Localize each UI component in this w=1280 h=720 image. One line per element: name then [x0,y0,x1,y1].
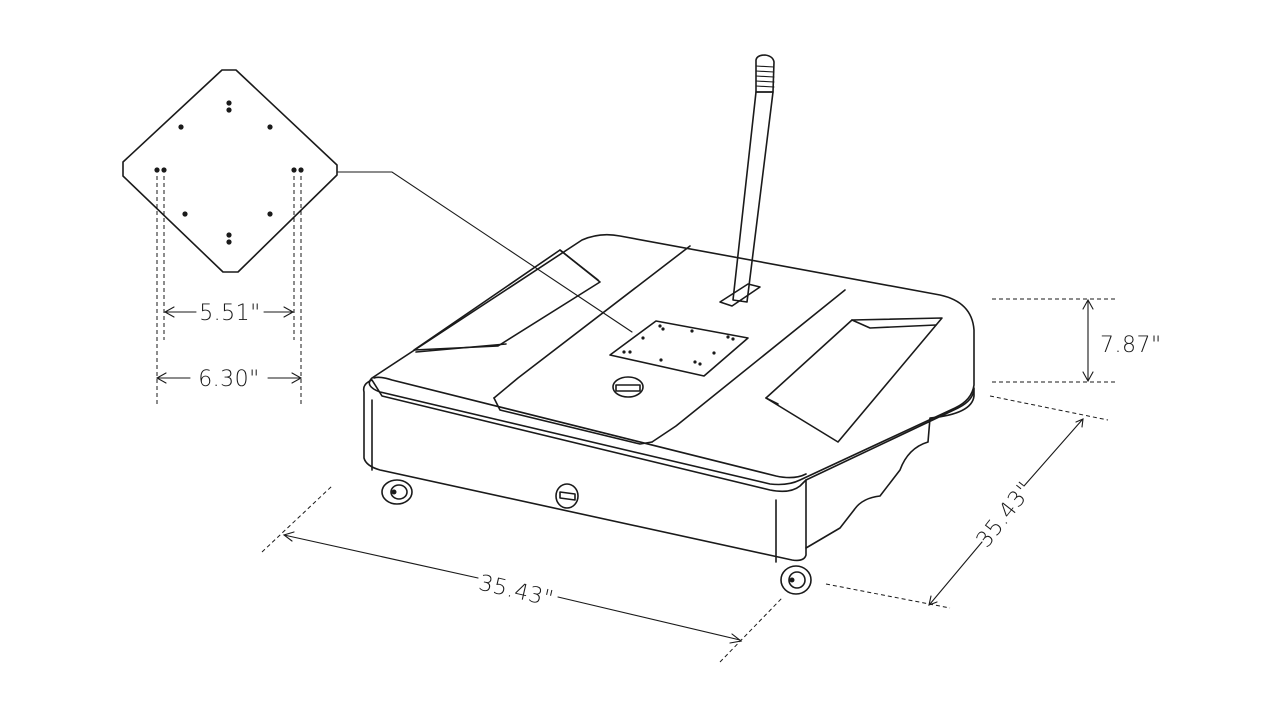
base-side-face [805,387,975,549]
pole-slot [719,283,761,307]
mounting-plate-outline [122,69,338,273]
left-wheel [381,479,413,505]
umbrella-base [362,54,975,595]
base-top-outline [368,233,975,486]
base-mounting-plate [609,320,749,377]
top-fill-cap [612,376,644,398]
plate-outer-spacing-label: 6.30" [198,367,260,392]
base-depth-side-label: 35.43" [972,477,1039,552]
pole-threaded-tip [755,54,775,93]
front-width-dimension: 35.43" [261,485,783,663]
leader-line [336,171,633,333]
base-height-label: 7.87" [1100,333,1162,358]
side-depth-dimension: 35.43" [825,395,1109,609]
front-fill-cap [555,483,579,509]
base-plate-holes [622,324,735,366]
plate-inner-spacing-label: 5.51" [199,301,261,326]
height-dimension: 7.87" [992,298,1162,383]
base-front-face [362,379,807,562]
mounting-plate-detail: 5.51" 6.30" [122,69,633,405]
umbrella-pole [732,91,774,303]
plate-holes [154,100,304,245]
base-width-front-label: 35.43" [476,571,556,612]
right-wheel [780,565,812,595]
